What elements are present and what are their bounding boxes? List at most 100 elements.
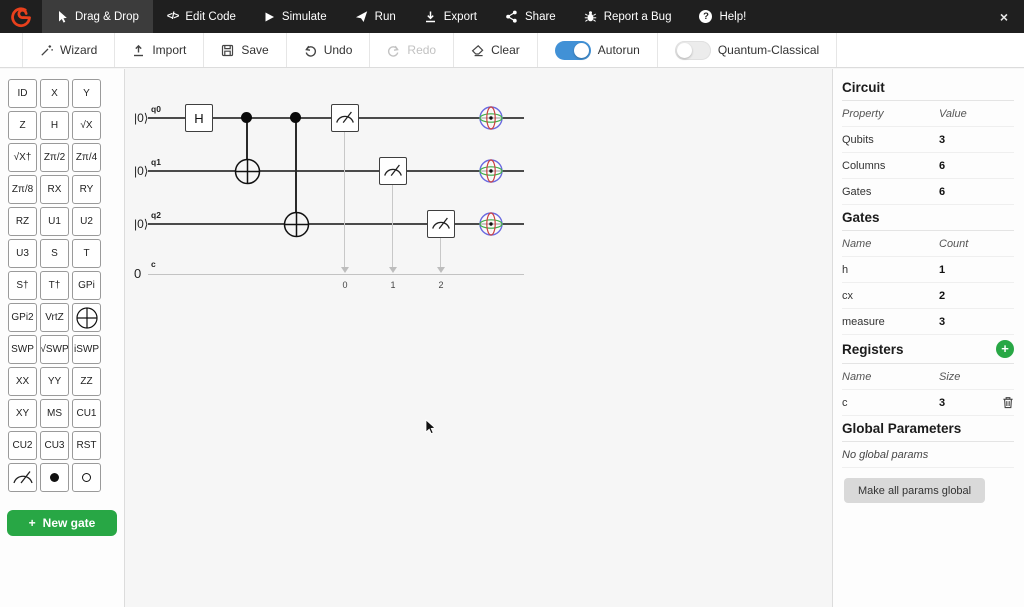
plus-icon: +	[1001, 340, 1009, 356]
palette-gate-iswap[interactable]: iSWP	[72, 335, 101, 364]
cx2-control-dot[interactable]	[290, 112, 301, 123]
nav-help[interactable]: ? Help!	[685, 0, 760, 33]
autorun-control: Autorun	[536, 33, 657, 67]
palette-gate-swap[interactable]: SWP	[8, 335, 37, 364]
palette-gate-cu1[interactable]: CU1	[72, 399, 101, 428]
property-header: Property	[842, 107, 884, 120]
palette-gate-ry[interactable]: RY	[72, 175, 101, 204]
palette-gate-srx[interactable]: √X	[72, 111, 101, 140]
register-name-q2: q2	[151, 210, 161, 220]
palette-gate-ms[interactable]: MS	[40, 399, 69, 428]
cx1-control-dot[interactable]	[241, 112, 252, 123]
palette-gate-id[interactable]: ID	[8, 79, 37, 108]
send-icon	[355, 11, 367, 22]
palette-gate-cnot-target[interactable]	[72, 303, 101, 332]
circuit-props-header: Property Value	[842, 101, 1014, 127]
measure-gate-q0[interactable]	[331, 104, 359, 132]
cx1-target[interactable]	[234, 158, 261, 185]
palette-gate-xx[interactable]: XX	[8, 367, 37, 396]
palette-gate-rz[interactable]: RZ	[8, 207, 37, 236]
palette-gate-sqrt-swap[interactable]: √SWP	[40, 335, 69, 364]
nav-drag-and-drop[interactable]: Drag & Drop	[42, 0, 153, 33]
no-global-params-note: No global params	[842, 442, 1014, 468]
measure-icon	[432, 217, 450, 229]
palette-gate-u1[interactable]: U1	[40, 207, 69, 236]
editor-toolbar: Wizard Import Save Undo Redo Clear Autor…	[0, 33, 1024, 68]
palette-gate-z[interactable]: Z	[8, 111, 37, 140]
circuit-section-title: Circuit	[842, 75, 1014, 101]
save-button[interactable]: Save	[203, 33, 285, 67]
gate-palette-grid: ID X Y Z H √X √X† Zπ/2 Zπ/4 Zπ/8 RX RY R…	[0, 69, 124, 492]
palette-gate-xy[interactable]: XY	[8, 399, 37, 428]
new-gate-button[interactable]: + New gate	[7, 510, 117, 536]
palette-gate-cu3[interactable]: CU3	[40, 431, 69, 460]
palette-gate-y[interactable]: Y	[72, 79, 101, 108]
qubit-label-q0: |0⟩	[134, 111, 149, 125]
measure-gate-q2[interactable]	[427, 210, 455, 238]
classical-wire-c	[148, 274, 524, 275]
bloch-sphere-q1	[479, 159, 503, 183]
gate-palette: ID X Y Z H √X √X† Zπ/2 Zπ/4 Zπ/8 RX RY R…	[0, 69, 125, 607]
nav-run[interactable]: Run	[341, 0, 410, 33]
palette-gate-gpi[interactable]: GPi	[72, 271, 101, 300]
register-name-q1: q1	[151, 157, 161, 167]
palette-gate-gpi2[interactable]: GPi2	[8, 303, 37, 332]
circuit-canvas[interactable]: |0⟩ q0 |0⟩ q1 |0⟩ q2 0 c H 0 1 2	[126, 69, 832, 607]
palette-gate-t-dg[interactable]: T†	[40, 271, 69, 300]
share-icon	[506, 10, 517, 23]
add-register-button[interactable]: +	[996, 340, 1014, 358]
palette-gate-control-dot[interactable]	[40, 463, 69, 492]
close-icon[interactable]: ×	[999, 8, 1008, 25]
palette-gate-cu2[interactable]: CU2	[8, 431, 37, 460]
nav-edit-code[interactable]: </> Edit Code	[153, 0, 250, 33]
make-all-params-global-button[interactable]: Make all params global	[844, 478, 986, 503]
reg-size-header: Size	[939, 370, 961, 383]
palette-gate-zpi2[interactable]: Zπ/2	[40, 143, 69, 172]
palette-gate-s-dg[interactable]: S†	[8, 271, 37, 300]
palette-gate-zpi4[interactable]: Zπ/4	[72, 143, 101, 172]
delete-register-button[interactable]	[1002, 396, 1014, 409]
palette-gate-zpi8[interactable]: Zπ/8	[8, 175, 37, 204]
palette-gate-anticontrol-dot[interactable]	[72, 463, 101, 492]
palette-gate-u3[interactable]: U3	[8, 239, 37, 268]
nav-export[interactable]: Export	[410, 0, 491, 33]
quantum-classical-toggle[interactable]	[674, 40, 711, 60]
palette-gate-yy[interactable]: YY	[40, 367, 69, 396]
palette-gate-s[interactable]: S	[40, 239, 69, 268]
measure-gate-q1[interactable]	[379, 157, 407, 185]
palette-gate-x[interactable]: X	[40, 79, 69, 108]
save-icon	[222, 44, 234, 56]
palette-gate-rx[interactable]: RX	[40, 175, 69, 204]
palette-gate-t[interactable]: T	[72, 239, 101, 268]
wizard-button[interactable]: Wizard	[22, 33, 114, 67]
palette-gate-rst[interactable]: RST	[72, 431, 101, 460]
help-icon: ?	[699, 10, 713, 23]
undo-button[interactable]: Undo	[285, 33, 370, 67]
new-gate-label: New gate	[42, 516, 96, 530]
qubit-wire-q2	[148, 223, 524, 225]
import-button[interactable]: Import	[114, 33, 203, 67]
toggle-knob	[676, 42, 692, 58]
autorun-toggle[interactable]	[554, 40, 591, 60]
registers-header: Name Size	[842, 364, 1014, 390]
top-navbar: Drag & Drop </> Edit Code Simulate Run E…	[0, 0, 1024, 33]
h-gate[interactable]: H	[185, 104, 213, 132]
redo-button[interactable]: Redo	[369, 33, 453, 67]
palette-gate-vrtz[interactable]: VrtZ	[40, 303, 69, 332]
palette-gate-u2[interactable]: U2	[72, 207, 101, 236]
app-logo	[0, 0, 42, 33]
palette-gate-h[interactable]: H	[40, 111, 69, 140]
cx2-target[interactable]	[283, 211, 310, 238]
measure0-line	[344, 132, 345, 268]
nav-share[interactable]: Share	[491, 0, 570, 33]
nav-report-bug[interactable]: Report a Bug	[570, 0, 686, 33]
nav-simulate[interactable]: Simulate	[250, 0, 341, 33]
palette-gate-measure[interactable]	[8, 463, 37, 492]
palette-gate-zz[interactable]: ZZ	[72, 367, 101, 396]
clear-button[interactable]: Clear	[453, 33, 537, 67]
qubit-wire-q1	[148, 170, 524, 172]
value-header: Value	[939, 107, 967, 120]
palette-gate-srx-dg[interactable]: √X†	[8, 143, 37, 172]
